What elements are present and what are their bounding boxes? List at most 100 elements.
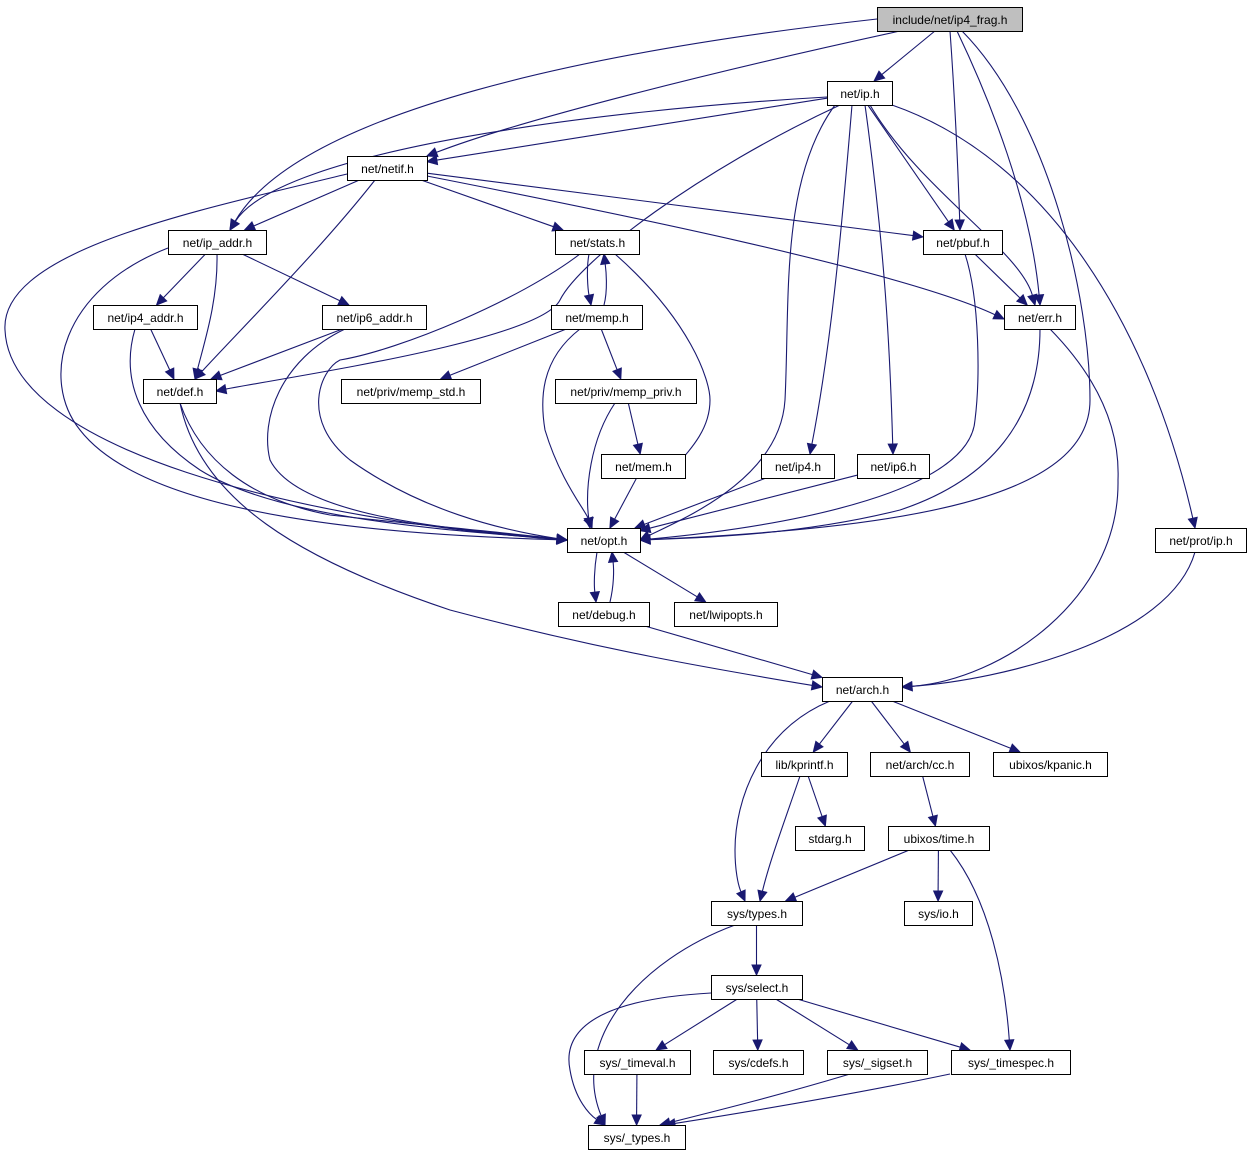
node-box [1004, 305, 1076, 330]
edge-line [179, 402, 813, 686]
arrowhead-icon [694, 592, 707, 603]
edge-line [614, 477, 638, 520]
node-arch[interactable]: net/arch.h [822, 677, 903, 702]
edge-ip4_frag-to-ip [873, 30, 936, 82]
edge-line [644, 625, 813, 676]
node-label: net/ip4.h [775, 460, 821, 474]
node-time[interactable]: ubixos/time.h [888, 826, 990, 851]
arrowhead-icon [816, 814, 827, 828]
node-types[interactable]: sys/types.h [711, 901, 803, 926]
edge-line [600, 328, 618, 370]
edge-opt-to-debug [589, 551, 601, 604]
node-ip6-addr[interactable]: net/ip6_addr.h [322, 305, 427, 330]
arrowhead-icon [806, 442, 818, 456]
edge-select-to-sigset [775, 998, 859, 1051]
node-box [827, 1050, 928, 1075]
node-ip4[interactable]: net/ip4.h [761, 454, 835, 479]
arrowhead-icon [555, 533, 569, 544]
node-box [1155, 528, 1247, 553]
node-box [322, 305, 427, 330]
node--types[interactable]: sys/_types.h [588, 1125, 686, 1150]
edge-line [201, 179, 376, 372]
edge-memp-to-opt [542, 328, 594, 530]
edge-opt-to-lwipopts [622, 551, 707, 603]
node-memp[interactable]: net/memp.h [551, 305, 643, 330]
edge-ip-to-pbuf [867, 104, 955, 232]
node-timeval[interactable]: sys/_timeval.h [584, 1050, 691, 1075]
node-box [168, 230, 267, 255]
arrowhead-icon [812, 740, 824, 753]
node-ip6[interactable]: net/ip6.h [857, 454, 930, 479]
arrowhead-icon [927, 814, 938, 828]
edge-line [818, 700, 854, 745]
node-cc[interactable]: net/arch/cc.h [870, 752, 970, 777]
arrowhead-icon [600, 252, 611, 266]
node-stdarg[interactable]: stdarg.h [795, 826, 865, 851]
node-netif[interactable]: net/netif.h [347, 156, 428, 181]
node-debug[interactable]: net/debug.h [558, 602, 650, 627]
arrowhead-icon [192, 367, 203, 381]
node-label: sys/_timeval.h [599, 1056, 675, 1070]
node-ip4-addr[interactable]: net/ip4_addr.h [93, 305, 198, 330]
arrowhead-icon [846, 1039, 859, 1051]
node-memp-std[interactable]: net/priv/memp_std.h [341, 379, 481, 404]
edge-line [426, 175, 996, 316]
node-box [877, 7, 1023, 32]
node-sigset[interactable]: sys/_sigset.h [827, 1050, 928, 1075]
node-stats[interactable]: net/stats.h [555, 230, 640, 255]
node-label: ubixos/kpanic.h [1009, 758, 1092, 772]
node-kpanic[interactable]: ubixos/kpanic.h [993, 752, 1108, 777]
node-label: ubixos/time.h [904, 832, 975, 846]
node-mem[interactable]: net/mem.h [601, 454, 686, 479]
arrowhead-icon [784, 892, 798, 902]
node-box [761, 454, 835, 479]
node-def[interactable]: net/def.h [143, 379, 217, 404]
edge-line [811, 104, 853, 445]
edge-select-to-_types [568, 992, 712, 1126]
node-box [588, 1125, 686, 1150]
edge-debug-to-opt [607, 550, 619, 603]
edge-line [775, 998, 850, 1046]
edge-ip_addr-to-ip4_addr [155, 253, 206, 306]
node-ip[interactable]: net/ip.h [827, 81, 893, 106]
arrowhead-icon [899, 740, 912, 753]
node-lwipopts[interactable]: net/lwipopts.h [674, 602, 778, 627]
arrowhead-icon [583, 516, 594, 530]
node-timespec[interactable]: sys/_timespec.h [951, 1050, 1071, 1075]
node-kprintf[interactable]: lib/kprintf.h [761, 752, 848, 777]
node-cdefs[interactable]: sys/cdefs.h [713, 1050, 804, 1075]
edge-ip-to-err [869, 104, 1038, 307]
node-opt[interactable]: net/opt.h [567, 528, 641, 553]
node-label: net/prot/ip.h [1169, 534, 1232, 548]
node-ip-addr[interactable]: net/ip_addr.h [168, 230, 267, 255]
node-box [341, 379, 481, 404]
node-err[interactable]: net/err.h [1004, 305, 1076, 330]
edge-time-to-types [784, 849, 910, 902]
node-label: net/priv/memp_priv.h [570, 385, 681, 399]
edge-ip4_frag-to-ip_addr [229, 18, 878, 232]
node-pbuf[interactable]: net/pbuf.h [923, 230, 1003, 255]
node-box [795, 826, 865, 851]
node-box [93, 305, 198, 330]
node-ip4-frag[interactable]: include/net/ip4_frag.h [877, 7, 1023, 32]
edge-ip-to-prot_ip [891, 104, 1198, 530]
node-memp-priv[interactable]: net/priv/memp_priv.h [555, 379, 697, 404]
edge-ip-to-def [214, 104, 841, 395]
arrowhead-icon [757, 889, 768, 903]
node-box [923, 230, 1003, 255]
arrowhead-icon [752, 1039, 763, 1052]
edge-memp_priv-to-opt [583, 402, 616, 530]
node-prot-ip[interactable]: net/prot/ip.h [1155, 528, 1247, 553]
node-box [558, 602, 650, 627]
node-io[interactable]: sys/io.h [904, 901, 973, 926]
edge-line [586, 253, 590, 296]
node-box [555, 379, 697, 404]
node-box [951, 1050, 1071, 1075]
arrowhead-icon [425, 147, 439, 158]
node-label: net/ip6.h [870, 460, 916, 474]
edge-netif-to-pbuf [426, 172, 925, 241]
edge-netif-to-err [426, 175, 1006, 320]
arrowhead-icon [593, 1114, 607, 1126]
node-select[interactable]: sys/select.h [711, 975, 803, 1000]
node-label: net/def.h [157, 385, 204, 399]
